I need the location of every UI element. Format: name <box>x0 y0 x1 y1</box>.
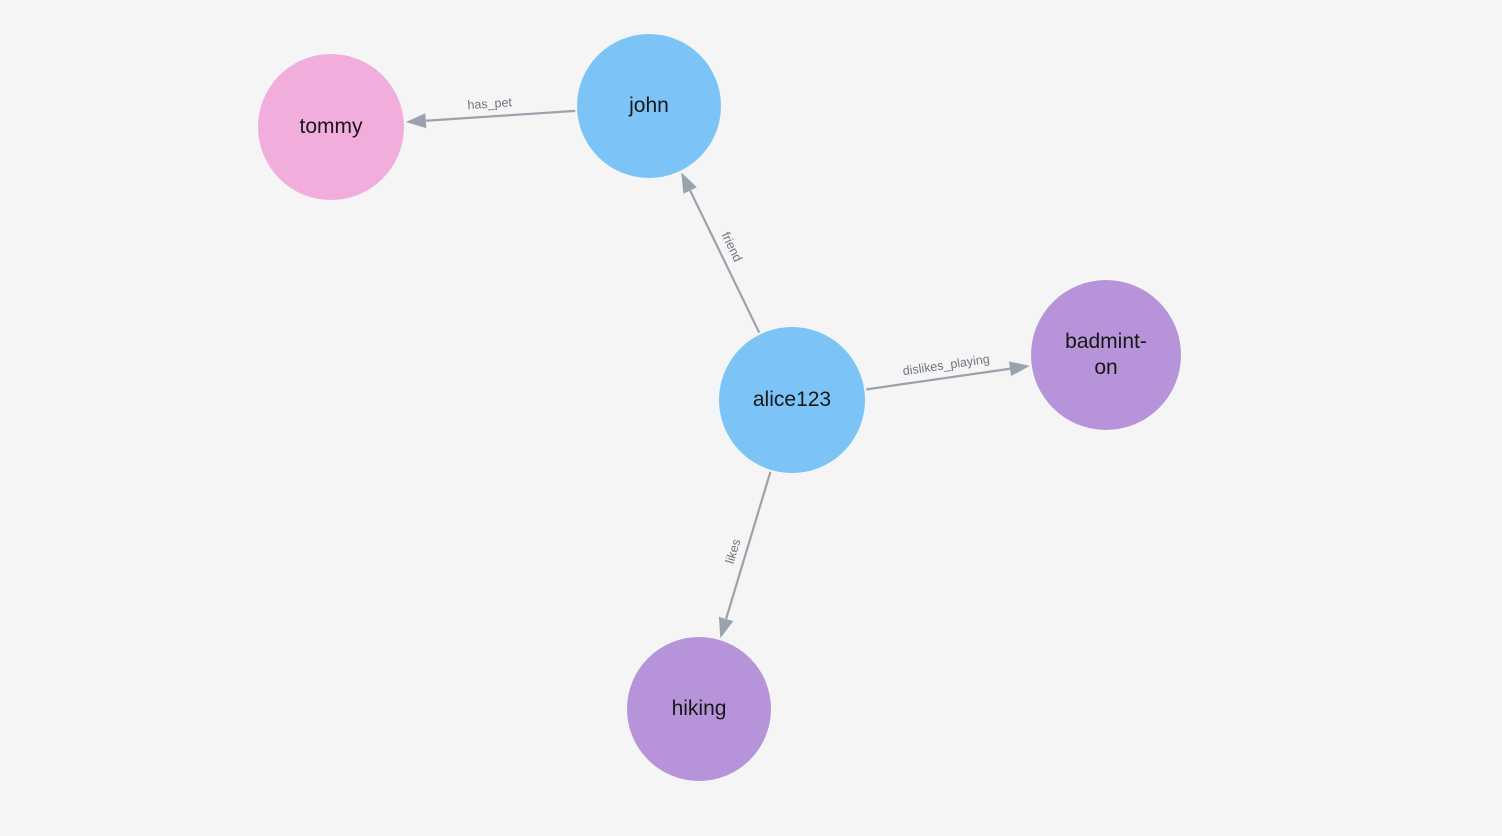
graph-edge[interactable]: has_pet <box>405 95 576 129</box>
edge-line <box>866 367 1011 391</box>
node-circle[interactable] <box>719 327 865 473</box>
edge-line <box>725 471 772 620</box>
edge-line <box>425 109 576 122</box>
node-circle[interactable] <box>1031 280 1181 430</box>
edge-line <box>689 190 761 334</box>
node-circle[interactable] <box>627 637 771 781</box>
edge-arrowhead-icon <box>681 172 697 194</box>
graph-edge[interactable]: likes <box>718 471 772 639</box>
edge-arrowhead-icon <box>1008 361 1030 377</box>
graph-node-alice123[interactable]: alice123 <box>719 327 865 473</box>
graph-node-hiking[interactable]: hiking <box>627 637 771 781</box>
node-circle[interactable] <box>577 34 721 178</box>
graph-node-badminton[interactable]: badmint-on <box>1031 280 1181 430</box>
edge-arrowhead-icon <box>718 616 734 639</box>
graph-edge[interactable]: dislikes_playing <box>866 352 1030 391</box>
graph-edge[interactable]: friend <box>681 172 761 334</box>
edge-label: likes <box>723 537 744 565</box>
graph-node-john[interactable]: john <box>577 34 721 178</box>
edge-arrowhead-icon <box>405 113 427 129</box>
graph-node-tommy[interactable]: tommy <box>258 54 404 200</box>
edge-label: has_pet <box>467 95 513 112</box>
node-circle[interactable] <box>258 54 404 200</box>
node-layer: tommy john alice123 badmint-on hiking <box>258 34 1181 781</box>
